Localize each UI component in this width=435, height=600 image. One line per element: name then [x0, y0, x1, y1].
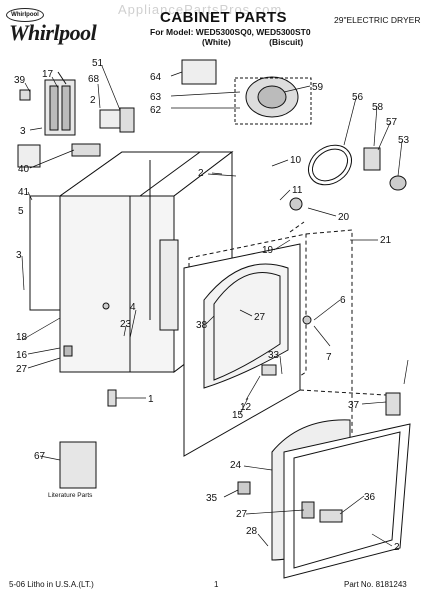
part-callout-23: 23: [120, 319, 132, 330]
front-panel: [183, 233, 307, 457]
part-callout-41: 41: [18, 187, 30, 198]
page-title: CABINET PARTS: [160, 9, 288, 26]
part-callout-16: 16: [16, 350, 28, 361]
variant-white: (White): [202, 37, 231, 47]
part-callout-18: 18: [16, 332, 28, 343]
part-callout-39: 39: [14, 75, 26, 86]
watermark: AppliancePartsPros.com: [118, 2, 283, 17]
part-callout-2: 2: [394, 542, 400, 553]
footer-part-number: Part No. 8181243: [344, 580, 407, 589]
part-callout-37: 37: [348, 400, 360, 411]
literature-parts-icon: [59, 441, 97, 489]
part-callout-35: 35: [206, 493, 218, 504]
literature-parts-label: Literature Parts: [48, 492, 93, 499]
part-callout-15: 15: [232, 410, 244, 421]
part-callout-38: 38: [196, 320, 208, 331]
console-parts: [17, 71, 135, 168]
part-callout-20: 20: [338, 212, 350, 223]
part-callout-27: 27: [254, 312, 266, 323]
part-callout-4: 4: [130, 302, 136, 313]
part-callout-53: 53: [398, 135, 410, 146]
part-callout-28: 28: [246, 526, 258, 537]
part-callout-24: 24: [230, 460, 242, 471]
part-callout-21: 21: [380, 235, 392, 246]
product-type: 29"ELECTRIC DRYER: [334, 15, 421, 25]
part-callout-27: 27: [16, 364, 28, 375]
brand-name: Whirlpool: [9, 20, 97, 45]
door-assembly: [237, 392, 411, 579]
part-callout-64: 64: [150, 72, 162, 83]
leader-lines: [21, 65, 409, 547]
assembly-lines: [289, 221, 387, 435]
part-callout-58: 58: [372, 102, 384, 113]
part-callout-6: 6: [340, 295, 346, 306]
footer-litho: 5-06 Litho in U.S.A.(LT.): [9, 580, 94, 589]
part-callout-3: 3: [16, 250, 22, 261]
part-callout-33: 33: [268, 350, 280, 361]
part-callout-59: 59: [312, 82, 324, 93]
part-callout-11: 11: [292, 185, 303, 196]
part-callout-10: 10: [290, 155, 302, 166]
part-callout-67: 67: [34, 451, 46, 462]
drum-belt: [308, 144, 407, 191]
part-callout-57: 57: [386, 117, 398, 128]
part-callout-40: 40: [18, 164, 30, 175]
part-callout-3: 3: [20, 126, 26, 137]
part-callout-62: 62: [150, 105, 162, 116]
part-callout-51: 51: [92, 58, 104, 69]
variant-biscuit: (Biscuit): [269, 37, 304, 47]
part-callout-56: 56: [352, 92, 364, 103]
part-callout-19: 19: [262, 245, 274, 256]
whirlpool-logo: Whirlpool Whirlpool: [6, 8, 98, 48]
part-callout-2: 2: [90, 95, 96, 106]
part-callout-63: 63: [150, 92, 162, 103]
part-callout-2: 2: [198, 168, 204, 179]
footer-page-number: 1: [214, 580, 219, 589]
part-callout-7: 7: [326, 352, 332, 363]
model-variants: (White) (Biscuit): [202, 37, 339, 47]
motor-assembly: [181, 59, 312, 125]
brand-mark: Whirlpool: [6, 8, 44, 22]
part-callout-1: 1: [148, 394, 154, 405]
part-callout-36: 36: [364, 492, 376, 503]
part-callout-17: 17: [42, 69, 54, 80]
part-callout-68: 68: [88, 74, 100, 85]
part-callout-5: 5: [18, 206, 24, 217]
model-line: For Model: WED5300SQ0, WED5300ST0: [150, 27, 311, 37]
part-callout-12: 12: [240, 402, 252, 413]
part-callout-27: 27: [236, 509, 248, 520]
